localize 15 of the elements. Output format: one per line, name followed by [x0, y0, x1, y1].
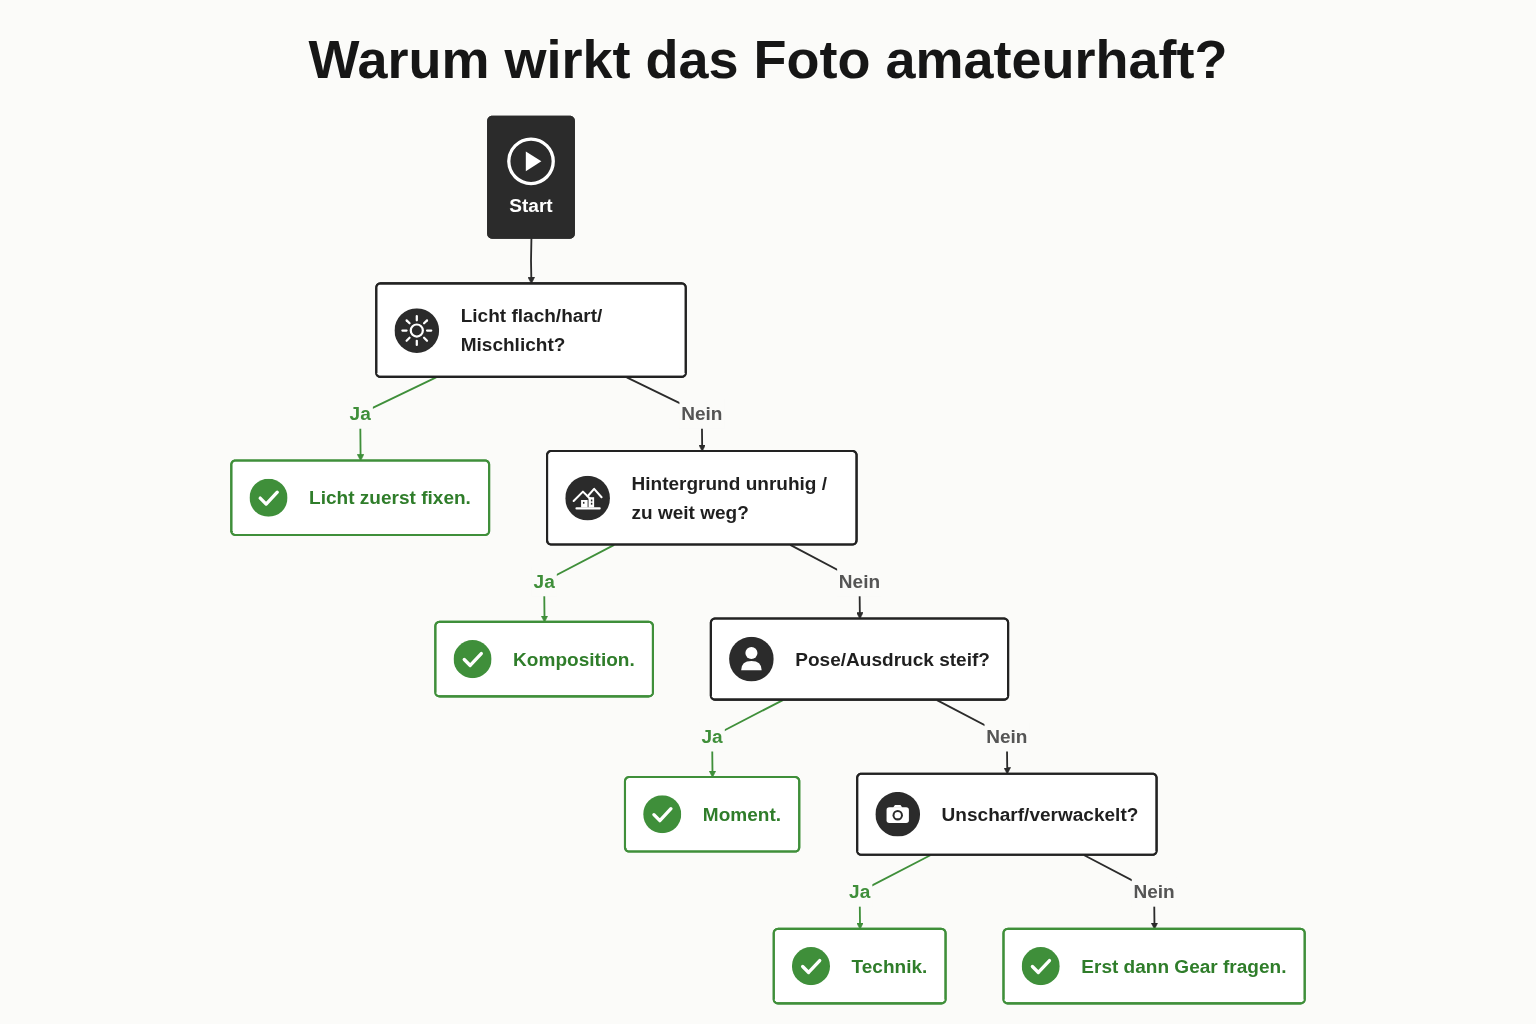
question-text: Pose/Ausdruck steif?: [795, 647, 990, 672]
edge-label: Nein: [1131, 877, 1177, 907]
edge-label: Nein: [837, 567, 882, 596]
edge-label: Nein: [984, 722, 1030, 751]
question-text: Unscharf/verwackelt?: [941, 802, 1139, 827]
result-text: Erst dann Gear fragen.: [1081, 954, 1287, 979]
question-text: Hintergrund unruhig / zu weit weg?: [631, 471, 829, 525]
result-text: Technik.: [851, 954, 928, 979]
result-text: Komposition.: [513, 647, 635, 672]
question-text: Licht flach/hart/ Mischlicht?: [460, 303, 604, 357]
result-text: Moment.: [702, 802, 782, 827]
edge-label: Nein: [679, 399, 725, 429]
start-label: Start: [508, 193, 554, 218]
result-text: Licht zuerst fixen.: [309, 485, 471, 511]
title: Warum wirkt das Foto amateurhaft?: [307, 28, 1229, 90]
